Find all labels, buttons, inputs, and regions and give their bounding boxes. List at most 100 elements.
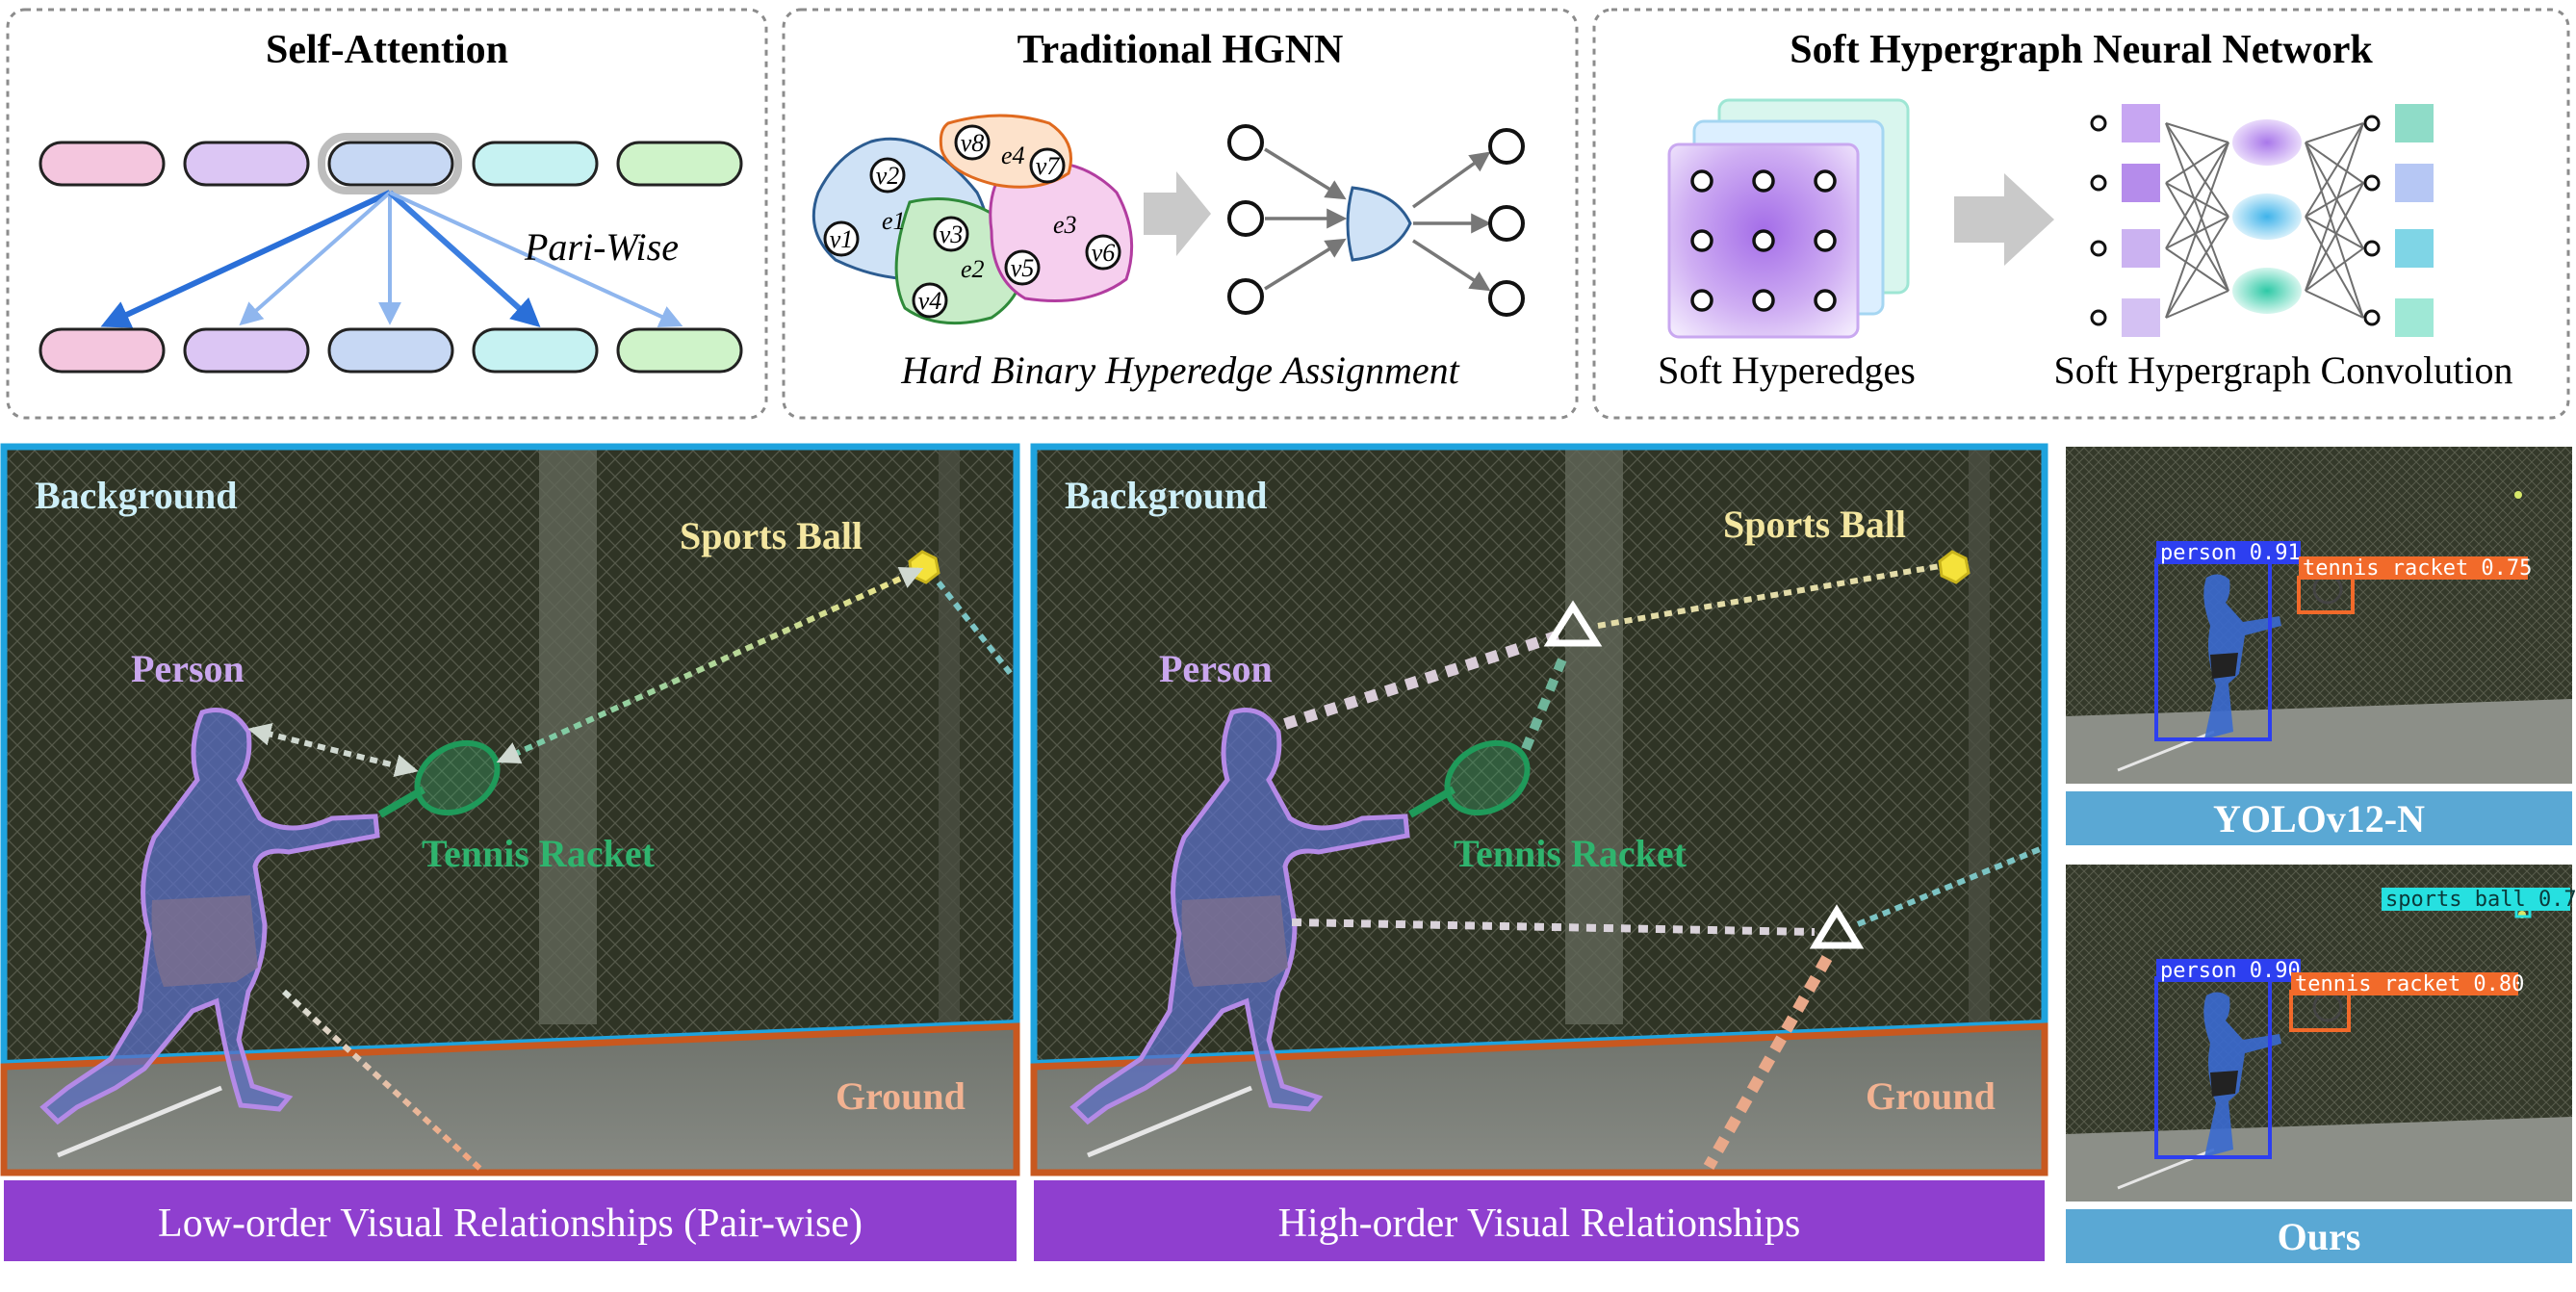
soft-hyperedge-blob <box>2232 268 2302 314</box>
ground-region-frame <box>0 1022 1020 1176</box>
soft-hyperedge-blob <box>2232 194 2302 240</box>
relation-racket-ball <box>496 567 924 763</box>
token <box>472 141 599 187</box>
hyperedge-link <box>1856 844 2047 927</box>
soft-hyperedge-stack <box>1667 98 1910 339</box>
detection-label-ball: sports ball 0.72 <box>2385 888 2576 912</box>
conv-link <box>2305 182 2364 218</box>
conv-link <box>2305 142 2364 319</box>
self-attention-panel: Self-Attention Pari-Wise <box>6 8 768 420</box>
soft-node <box>1814 229 1837 252</box>
vertex-label: v2 <box>876 162 900 190</box>
relation-ball-background <box>936 581 1014 676</box>
hard-assignment-caption: Hard Binary Hyperedge Assignment <box>900 349 1459 392</box>
conv-link <box>2165 122 2229 143</box>
input-node <box>2090 174 2107 192</box>
vertex-label: v3 <box>940 220 964 248</box>
output-feature-cubes <box>2363 104 2434 337</box>
token <box>39 327 166 374</box>
vertex-node <box>1029 147 1066 184</box>
hyperedge-link <box>1703 955 1833 1170</box>
flow-arrow-icon <box>1144 171 1211 256</box>
token-row-top <box>39 141 743 187</box>
conv-link <box>2165 142 2229 319</box>
conv-link <box>2165 182 2229 218</box>
conv-link <box>2305 142 2364 249</box>
self-attention-title: Self-Attention <box>266 28 508 72</box>
low-order-panel: Background Sports Ball Person Tennis Rac… <box>0 443 1020 1261</box>
ground-region-frame <box>1030 1022 2048 1176</box>
vertex-label: v5 <box>1011 254 1035 282</box>
soft-hgnn-panel: Soft Hypergraph Neural Network Soft Hype… <box>1592 8 2570 420</box>
output-node <box>2363 240 2381 257</box>
person-figure <box>2203 992 2281 1157</box>
ours-result-panel: sports ball 0.72 person 0.90 tennis rack… <box>2066 865 2576 1263</box>
token <box>327 327 454 374</box>
detection-label-bg <box>2156 959 2301 982</box>
detection-label-bg <box>2299 556 2528 580</box>
label-background: Background <box>35 474 237 517</box>
label-ground: Ground <box>836 1074 966 1118</box>
soft-node <box>1690 169 1713 193</box>
output-node <box>2363 115 2381 132</box>
feature-cube <box>2122 164 2160 202</box>
soft-node <box>1752 289 1775 312</box>
soft-hyperedge-blob <box>2232 119 2302 166</box>
detection-label-person: person 0.90 <box>2160 959 2301 983</box>
hyperedge-label: e1 <box>882 207 906 235</box>
hyperedge-node <box>1346 186 1412 262</box>
vertex-label: v4 <box>918 287 942 315</box>
conv-link <box>2165 247 2229 292</box>
hyperedge-link <box>1291 918 1816 936</box>
feature-cube <box>2122 229 2160 268</box>
vertex-node <box>912 282 948 319</box>
conv-link <box>2305 142 2364 184</box>
token <box>327 141 454 187</box>
yolov12-result-panel: person 0.91 tennis racket 0.75 YOLOv12-N <box>2066 447 2572 845</box>
soft-hyperedge-nodes <box>1690 169 1837 312</box>
soft-node <box>1690 289 1713 312</box>
soft-hgnn-title: Soft Hypergraph Neural Network <box>1790 28 2373 72</box>
vertex-node <box>823 220 860 257</box>
tennis-racket-shape <box>377 739 501 818</box>
hyperedge-link <box>1283 630 1561 730</box>
detection-label-bg <box>2156 541 2301 564</box>
relation-person-racket <box>247 723 419 777</box>
conv-link <box>2305 182 2364 292</box>
fence-post <box>539 447 597 1024</box>
conv-link <box>2305 216 2364 319</box>
person-silhouette <box>1069 708 1410 1125</box>
conv-link <box>2165 122 2229 292</box>
caption-bar <box>1034 1180 2045 1261</box>
attention-arrow <box>100 190 392 328</box>
feature-cube <box>2395 164 2434 202</box>
label-background: Background <box>1065 474 1267 517</box>
fence-post <box>1969 447 1990 1024</box>
label-sports-ball: Sports Ball <box>680 514 863 557</box>
soft-node <box>1752 229 1775 252</box>
conv-link <box>2165 182 2229 292</box>
person-figure <box>2203 574 2281 739</box>
tennis-racket-shape <box>1407 739 1531 818</box>
hyperedge-to-vertex-links <box>2305 122 2364 319</box>
caption-bar <box>2066 1209 2572 1263</box>
hyperedge-triangle-icon <box>1809 904 1865 949</box>
detection-label-person: person 0.91 <box>2160 541 2301 565</box>
label-ground: Ground <box>1866 1074 1996 1118</box>
vertex-node <box>1085 234 1121 271</box>
attention-arrow <box>387 190 541 328</box>
input-feature-cubes <box>2090 104 2160 337</box>
hyperedge-link <box>1521 653 1569 751</box>
caption-bar <box>4 1180 1017 1261</box>
attention-arrow <box>389 191 683 327</box>
flow-arrow-icon <box>1954 173 2054 266</box>
input-node <box>2090 309 2107 326</box>
query-token-highlight <box>318 133 462 194</box>
ours-caption: Ours <box>2278 1215 2361 1258</box>
feature-cube <box>2122 298 2160 337</box>
conv-link <box>2305 122 2364 143</box>
